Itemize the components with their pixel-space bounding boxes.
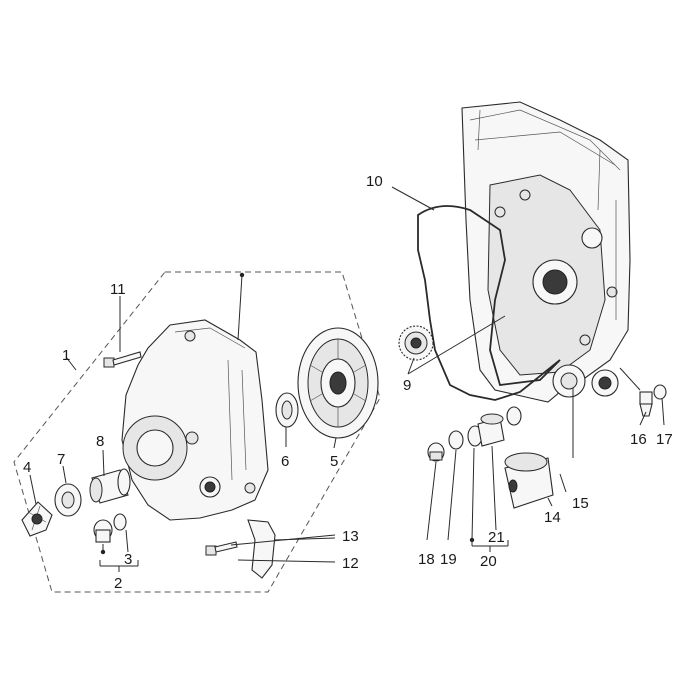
filter-cap-parts [427,406,522,462]
crankcase [461,101,631,403]
drain-plug [93,519,113,543]
o-ring-small [113,513,127,531]
sensor-fitting [639,384,667,417]
bracket-bolt [205,541,238,556]
callout-5: 5 [330,453,338,470]
callout-11: 11 [110,281,126,298]
callout-labels: 1 2 3 4 5 6 7 8 9 10 11 12 13 14 15 16 1… [23,173,673,592]
pump-impeller [21,501,53,537]
callout-6: 6 [281,453,289,470]
bearing [54,483,82,517]
callout-20: 20 [480,553,497,570]
gasket-outline [417,205,561,401]
callout-21: 21 [488,529,505,546]
leader-lines [29,186,665,572]
callout-1: 1 [62,347,70,364]
callout-9: 9 [403,377,411,394]
callout-15: 15 [572,495,589,512]
callout-12: 12 [342,555,359,572]
callout-10: 10 [366,173,383,190]
callout-8: 8 [96,433,104,450]
seal-ring [275,392,299,428]
callout-3: 3 [124,551,132,568]
callout-19: 19 [440,551,457,568]
callout-2: 2 [114,575,122,592]
callout-16: 16 [630,431,647,448]
callout-14: 14 [544,509,561,526]
oil-filter [504,452,554,509]
side-cover [121,319,269,521]
callout-17: 17 [656,431,673,448]
screw-bolt [103,351,142,368]
callout-13: 13 [342,528,359,545]
drive-gear [398,325,434,361]
callout-7: 7 [57,451,65,468]
callout-4: 4 [23,459,31,476]
impeller-fan [297,327,379,439]
assembly-group-boundary [13,271,381,593]
callout-18: 18 [418,551,435,568]
pump-shaft [89,468,131,504]
bracket-plate [247,519,276,579]
